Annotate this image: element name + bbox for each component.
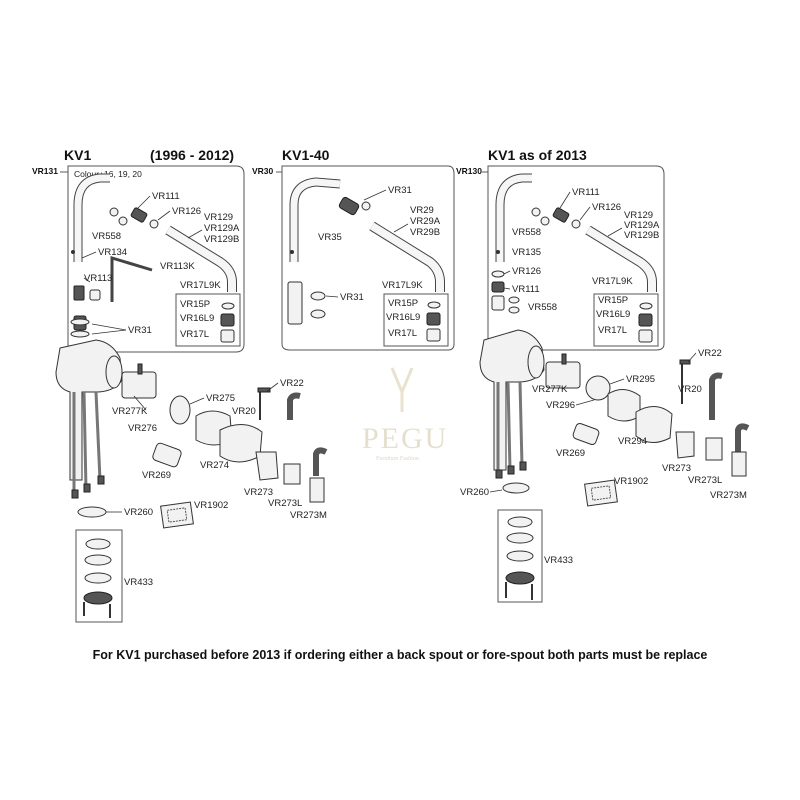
- label-vr296: VR296: [546, 400, 575, 411]
- label-vr277k: VR277K: [532, 384, 568, 395]
- label-vr16l9: VR16L9: [596, 309, 630, 320]
- label-vr433: VR433: [544, 555, 573, 566]
- label-vr135: VR135: [512, 247, 541, 258]
- label-vr294: VR294: [618, 436, 647, 447]
- label-vr273: VR273: [662, 463, 691, 474]
- label-vr113k: VR113K: [160, 261, 195, 272]
- cartridge: [121, 371, 157, 399]
- kv1-assembly: VR131 Colour+16, 19, 20 VR111 VR126 VR55…: [32, 165, 328, 623]
- label-vr113: VR113: [84, 273, 112, 284]
- label-vr15p: VR15P: [598, 295, 628, 306]
- label-vr22: VR22: [280, 378, 304, 389]
- box-code-middle: VR30: [252, 166, 274, 176]
- label-vr129a: VR129A: [624, 220, 660, 231]
- label-vr29b: VR29B: [410, 227, 440, 238]
- watermark: PEGU Furniture Fashion: [362, 367, 448, 462]
- label-vr15p: VR15P: [180, 299, 210, 310]
- label-vr273m: VR273M: [290, 510, 327, 521]
- label-vr126: VR126: [592, 202, 621, 213]
- label-vr558: VR558: [92, 231, 121, 242]
- header-years: (1996 - 2012): [150, 147, 234, 163]
- label-vr16l9: VR16L9: [386, 312, 420, 323]
- label-vr273: VR273: [244, 487, 273, 498]
- label-vr31-bottom: VR31: [340, 292, 364, 303]
- label-vr20: VR20: [678, 384, 702, 395]
- label-vr111: VR111: [152, 191, 180, 202]
- label-vr269: VR269: [142, 470, 171, 481]
- label-vr35: VR35: [318, 232, 342, 243]
- label-vr129: VR129: [204, 212, 233, 223]
- box-code-right: VR130: [456, 166, 482, 176]
- watermark-brand: PEGU: [362, 422, 448, 455]
- label-vr275: VR275: [206, 393, 235, 404]
- handle: [219, 424, 263, 463]
- label-vr273m: VR273M: [710, 490, 747, 501]
- label-vr274: VR274: [200, 460, 229, 471]
- label-vr17l: VR17L: [598, 325, 627, 336]
- label-vr273l: VR273L: [688, 475, 722, 486]
- label-vr134: VR134: [98, 247, 127, 258]
- label-vr260: VR260: [124, 507, 153, 518]
- label-vr126: VR126: [172, 206, 201, 217]
- label-vr129b: VR129B: [204, 234, 239, 245]
- label-vr111: VR111: [572, 187, 600, 198]
- label-vr17l: VR17L: [180, 329, 209, 340]
- label-vr17l9k: VR17L9K: [592, 276, 633, 287]
- kv1-2013-assembly: VR130 VR111 VR126 VR558 VR129 VR129A VR1…: [456, 165, 750, 603]
- label-vr126-lower: VR126: [512, 266, 541, 277]
- label-vr17l9k: VR17L9K: [382, 280, 423, 291]
- label-vr295: VR295: [626, 374, 655, 385]
- label-vr558: VR558: [512, 227, 541, 238]
- label-vr276: VR276: [128, 423, 157, 434]
- label-vr558-lower: VR558: [528, 302, 557, 313]
- label-vr31-top: VR31: [388, 185, 412, 196]
- label-vr15p: VR15P: [388, 298, 418, 309]
- header-kv1: KV1: [64, 147, 91, 163]
- kv1-40-assembly: VR30 VR31 VR29 VR29A VR29B VR35 VR31 VR1…: [252, 165, 455, 351]
- label-vr273l: VR273L: [268, 498, 302, 509]
- label-vr29: VR29: [410, 205, 434, 216]
- label-vr129: VR129: [624, 210, 653, 221]
- label-vr129a: VR129A: [204, 223, 240, 234]
- label-vr22: VR22: [698, 348, 722, 359]
- watermark-tagline: Furniture Fashion: [376, 456, 419, 462]
- label-vr260: VR260: [460, 487, 489, 498]
- label-vr269: VR269: [556, 448, 585, 459]
- label-vr20: VR20: [232, 406, 256, 417]
- header-kv1-40: KV1-40: [282, 147, 330, 163]
- label-vr16l9: VR16L9: [180, 313, 214, 324]
- footer-note: For KV1 purchased before 2013 if orderin…: [92, 648, 708, 662]
- label-vr1902: VR1902: [194, 500, 228, 511]
- label-vr31: VR31: [128, 325, 152, 336]
- label-vr433: VR433: [124, 577, 153, 588]
- label-vr129b: VR129B: [624, 230, 659, 241]
- header-kv1-2013: KV1 as of 2013: [488, 147, 587, 163]
- allen-key: [110, 255, 153, 302]
- template-plate: [160, 501, 194, 529]
- label-vr1902: VR1902: [614, 476, 648, 487]
- spout-detail-box-middle: [281, 165, 455, 351]
- label-vr277k: VR277K: [112, 406, 148, 417]
- label-vr17l9k: VR17L9K: [180, 280, 221, 291]
- box-code-left: VR131: [32, 166, 58, 176]
- label-vr29a: VR29A: [410, 216, 441, 227]
- label-vr17l: VR17L: [388, 328, 417, 339]
- label-vr111-lower: VR111: [512, 284, 540, 295]
